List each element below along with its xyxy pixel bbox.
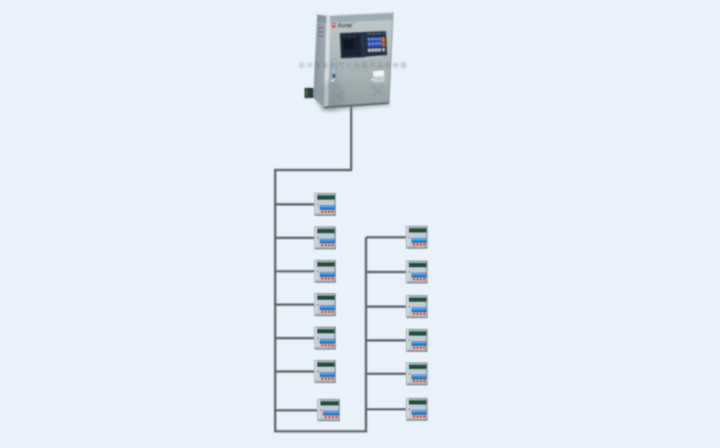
svg-text:杭州智能电气火灾监控设备有限: 杭州智能电气火灾监控设备有限 bbox=[299, 62, 408, 70]
svg-text:Acrel: Acrel bbox=[336, 23, 352, 30]
svg-text:™: ™ bbox=[353, 21, 356, 25]
svg-text:ARCM200BL-J4T4: ARCM200BL-J4T4 bbox=[367, 32, 389, 36]
